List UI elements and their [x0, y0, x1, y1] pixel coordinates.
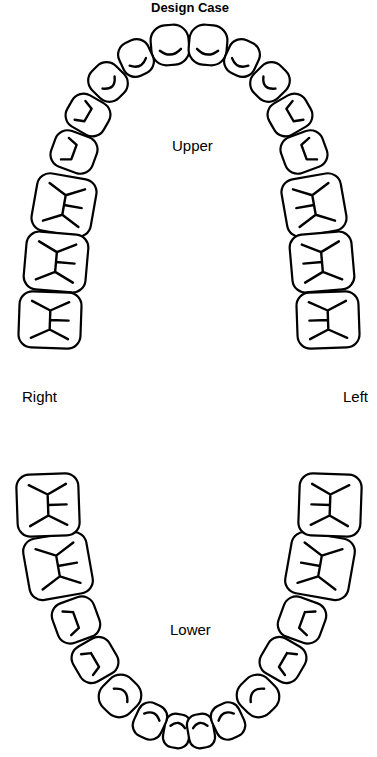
tooth	[48, 593, 104, 648]
tooth-outline	[23, 230, 90, 293]
tooth-outline	[298, 473, 362, 537]
tooth	[274, 593, 330, 648]
tooth-fissure	[293, 183, 335, 227]
tooth-outline	[279, 171, 348, 239]
tooth-outline	[283, 530, 357, 602]
tooth	[18, 291, 82, 349]
tooth-fissure	[130, 58, 148, 70]
tooth-fissure	[309, 301, 347, 339]
tooth-fissure	[171, 722, 186, 729]
tooth-fissure	[36, 542, 81, 589]
tooth-outline	[29, 171, 98, 239]
tooth-outline	[187, 23, 228, 66]
tooth-fissure	[31, 301, 69, 339]
tooth-fissure	[298, 542, 343, 589]
tooth-fissure	[197, 49, 219, 56]
tooth	[21, 530, 95, 602]
tooth	[277, 127, 331, 178]
tooth-fissure	[192, 722, 207, 729]
region-label: Upper	[172, 137, 213, 154]
region-label: Left	[343, 388, 368, 405]
tooth-outline	[16, 473, 80, 537]
tooth-outline	[48, 593, 104, 648]
tooth	[149, 23, 190, 66]
tooth-outline	[274, 593, 330, 648]
tooth-outline	[18, 291, 82, 349]
chart-title: Design Case	[151, 1, 229, 16]
tooth	[23, 230, 90, 293]
tooth-fissure	[217, 710, 234, 721]
tooth	[289, 230, 356, 293]
tooth	[47, 127, 101, 178]
tooth	[29, 171, 98, 239]
tooth-fissure	[63, 608, 81, 635]
tooth-fissure	[103, 77, 119, 93]
tooth-fissure	[43, 183, 85, 227]
tooth-fissure	[36, 241, 76, 282]
region-label: Lower	[170, 621, 211, 638]
tooth-fissure	[260, 77, 276, 93]
tooth-fissure	[114, 685, 131, 702]
tooth-fissure	[29, 484, 68, 526]
tooth	[279, 171, 348, 239]
region-label: Right	[22, 388, 57, 405]
tooth-outline	[289, 230, 356, 293]
tooth-outline	[296, 291, 360, 349]
tooth	[16, 473, 80, 537]
tooth-fissure	[285, 101, 304, 124]
tooth-outline	[149, 23, 190, 66]
tooth	[187, 23, 228, 66]
tooth-outline	[277, 127, 331, 178]
tooth-fissure	[298, 608, 316, 635]
tooth-outline	[47, 127, 101, 178]
tooth-fissure	[144, 710, 161, 721]
tooth-fissure	[302, 241, 342, 282]
tooth-fissure	[81, 650, 101, 675]
tooth-fissure	[61, 138, 78, 163]
tooth-fissure	[247, 685, 264, 702]
tooth	[298, 473, 362, 537]
tooth-fissure	[300, 138, 317, 163]
tooth-fissure	[230, 58, 248, 70]
tooth-fissure	[75, 101, 94, 124]
tooth	[283, 530, 357, 602]
tooth-fissure	[311, 484, 350, 526]
tooth-outline	[21, 530, 95, 602]
tooth-fissure	[277, 650, 297, 675]
tooth-fissure	[160, 49, 182, 56]
tooth	[296, 291, 360, 349]
